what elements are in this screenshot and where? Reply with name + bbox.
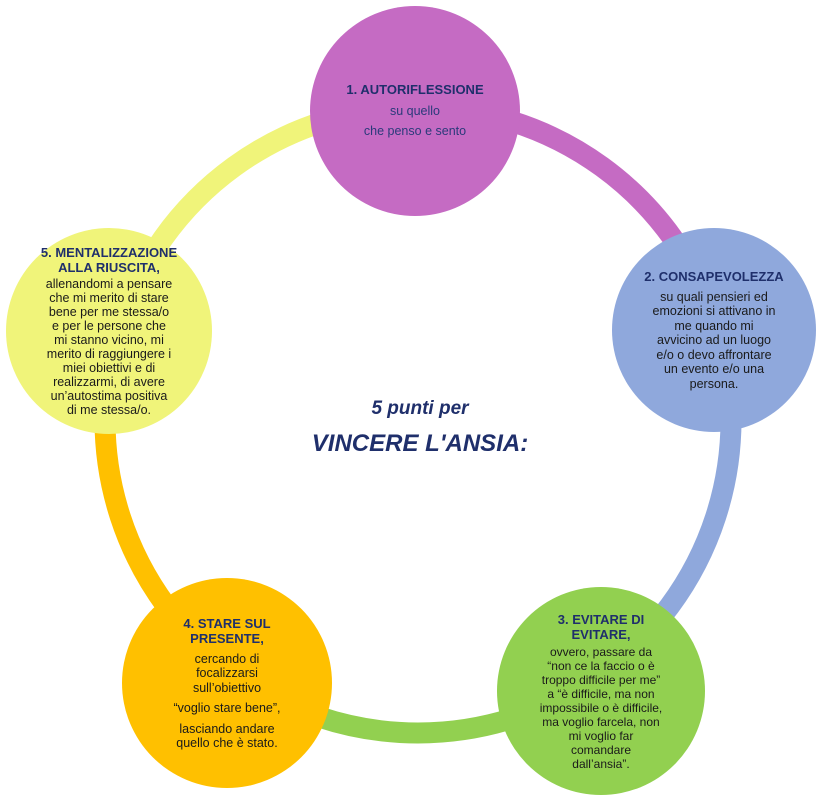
center-subtitle: 5 punti per (371, 398, 469, 419)
step-2-body-line: su quali pensieri ed (660, 289, 768, 304)
step-3-body-line: ma voglio farcela, non (542, 714, 660, 729)
step-4-body-line: cercando di (194, 651, 260, 666)
step-3-body-line: mi voglio far (568, 728, 634, 743)
step-1-circle: 1. AUTORIFLESSIONE su quello che penso e… (310, 6, 520, 216)
step-2-body-line: e/o o devo affrontare (656, 347, 772, 362)
step-3-title-line: 3. EVITARE DI (557, 611, 645, 627)
step-5-title-line: ALLA RIUSCITA, (58, 260, 160, 275)
step-5-body-line: di me stessa/o. (66, 403, 152, 417)
step-5-body-line: bene per me stessa/o (48, 305, 170, 319)
step-5-circle: 5. MENTALIZZAZIONE ALLA RIUSCITA, allena… (6, 228, 212, 434)
step-4-body-line: quello che è stato. (176, 736, 278, 750)
step-3-body-line: “non ce la faccio o è (547, 658, 655, 673)
step-4-title-line: PRESENTE, (190, 630, 264, 646)
step-4-body-line: sull’obiettivo (192, 680, 262, 695)
step-5-body-line: miei obiettivi e di (62, 361, 156, 375)
step-2-circle: 2. CONSAPEVOLEZZA su quali pensieri ed e… (612, 228, 816, 432)
step-5-body-line: che mi merito di stare (49, 291, 169, 305)
step-4-body-line: lasciando andare (179, 721, 275, 736)
step-2-title: 2. CONSAPEVOLEZZA (644, 268, 784, 284)
step-3-body-line: impossibile o è difficile, (539, 700, 663, 715)
step-5-body-line: un’autostima positiva (50, 389, 168, 403)
step-5-body-line: e per le persone che (52, 319, 166, 333)
step-1-title: 1. AUTORIFLESSIONE (346, 81, 484, 97)
step-2-body-line: un evento e/o una (663, 362, 765, 377)
step-3-body-line: a “è difficile, ma non (547, 686, 655, 701)
step-3-title-line: EVITARE, (571, 626, 631, 642)
step-5-title-line: 5. MENTALIZZAZIONE (40, 245, 178, 260)
step-1-body-line: su quello (389, 103, 441, 118)
step-2-body-line: me quando mi (674, 318, 754, 333)
step-3-body-line: troppo difficile per me” (541, 672, 661, 687)
step-2-body-line: emozioni si attivano in (652, 304, 776, 319)
step-1-body-line: che penso e sento (363, 123, 467, 138)
step-3-circle: 3. EVITARE DI EVITARE, ovvero, passare d… (497, 587, 705, 795)
center-title: VINCERE L'ANSIA: (311, 430, 529, 457)
step-5-body-line: mi stanno vicino, mi (54, 333, 164, 347)
step-4-title-line: 4. STARE SUL (183, 615, 271, 631)
step-2-body-line: avvicino ad un luogo (657, 333, 771, 348)
step-4-circle: 4. STARE SUL PRESENTE, cercando di focal… (122, 578, 332, 788)
step-2-body-line: persona. (689, 376, 739, 391)
step-5-body-line: merito di raggiungere i (46, 347, 172, 361)
step-5-body-line: allenandomi a pensare (45, 277, 173, 291)
step-3-body-line: dall’ansia”. (572, 756, 630, 771)
step-3-body-line: ovvero, passare da (549, 644, 653, 659)
step-4-body-line: “voglio stare bene”, (173, 701, 281, 715)
step-4-body-line: focalizzarsi (196, 666, 258, 680)
step-5-body-line: realizzarmi, di avere (53, 375, 165, 389)
step-3-body-line: comandare (570, 742, 632, 757)
